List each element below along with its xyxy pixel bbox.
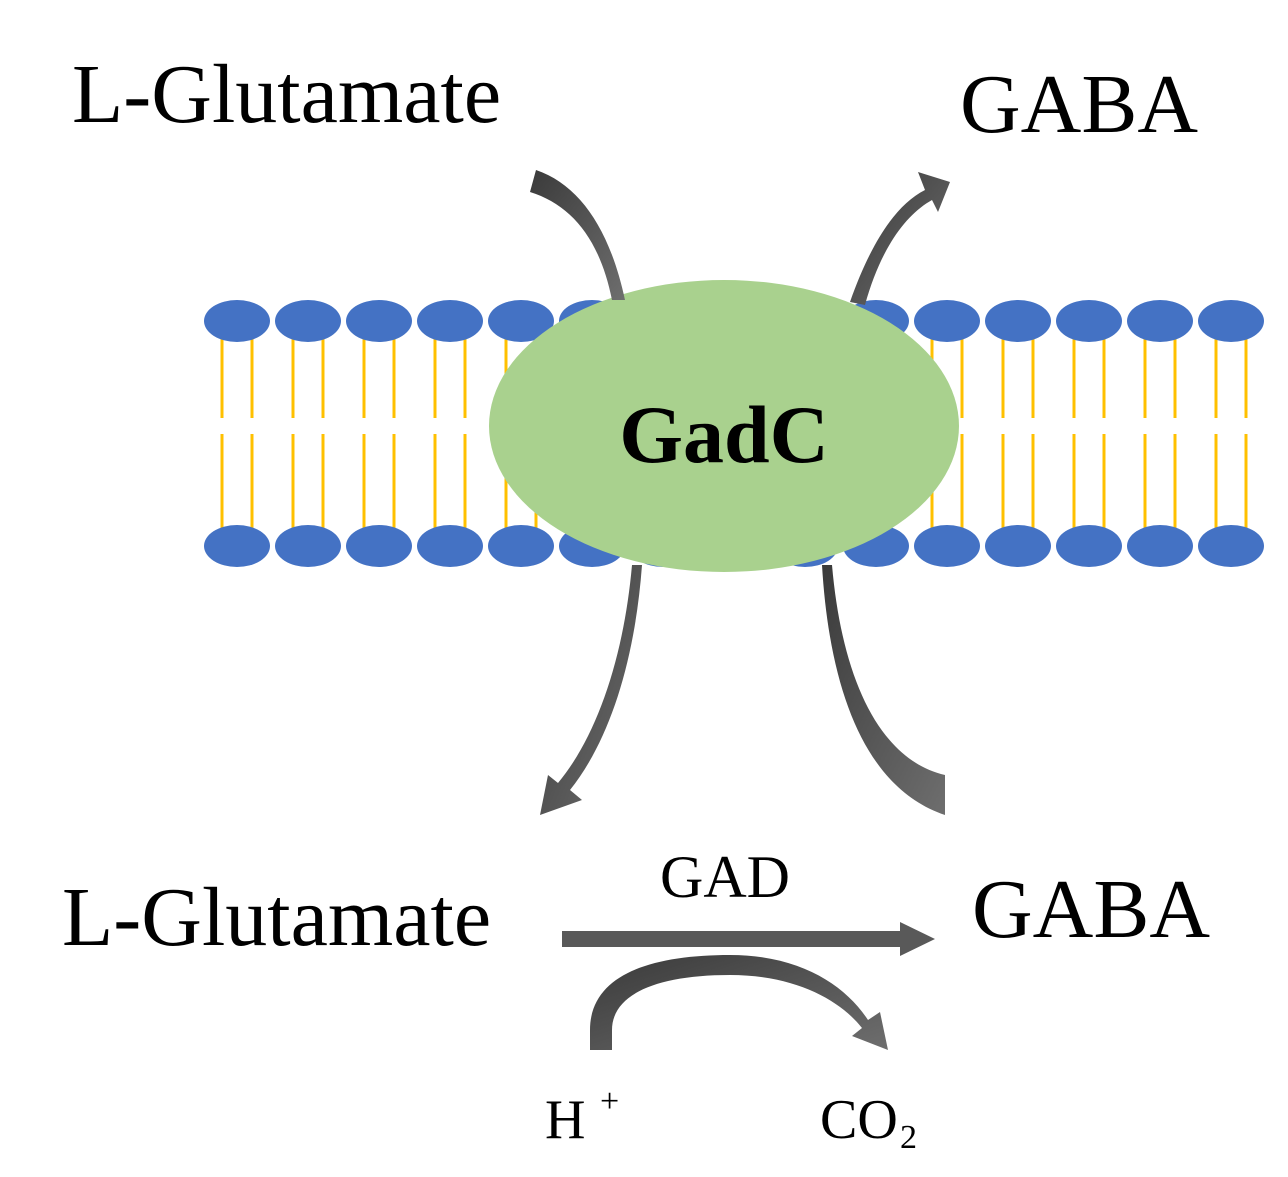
outer-lipid-head bbox=[204, 300, 270, 342]
outer-lipid-head bbox=[275, 300, 341, 342]
inner-lipid-head bbox=[1127, 525, 1193, 567]
inner-lipid-head bbox=[488, 525, 554, 567]
co2-label: CO 2 bbox=[820, 1089, 917, 1156]
outer-lipid-head bbox=[985, 300, 1051, 342]
inner-lipid-head bbox=[417, 525, 483, 567]
outer-lipid-head bbox=[914, 300, 980, 342]
proton-symbol: H bbox=[545, 1089, 585, 1151]
glutamate-import-arrow-upper bbox=[530, 170, 625, 300]
outer-lipid-head bbox=[346, 300, 412, 342]
gadc-label: GadC bbox=[619, 389, 829, 480]
proton-label: H + bbox=[545, 1083, 619, 1151]
gadc-transporter bbox=[489, 280, 959, 572]
inner-lipid-head bbox=[914, 525, 980, 567]
inner-lipid-head bbox=[985, 525, 1051, 567]
co2-symbol: CO bbox=[820, 1089, 898, 1151]
gad-enzyme-label: GAD bbox=[660, 844, 790, 910]
reaction-arrow-shaft bbox=[562, 931, 907, 947]
outer-lipid-head bbox=[1198, 300, 1264, 342]
gaba-export-arrow-upper bbox=[850, 172, 950, 305]
inside-l-glutamate-label: L-Glutamate bbox=[62, 871, 491, 964]
gaba-export-arrow-lower bbox=[822, 565, 945, 815]
inner-lipid-head bbox=[275, 525, 341, 567]
outer-lipid-head bbox=[417, 300, 483, 342]
proton-co2-curved-arrow bbox=[590, 955, 888, 1050]
outer-lipid-head bbox=[488, 300, 554, 342]
co2-subscript: 2 bbox=[900, 1119, 917, 1156]
gad-reaction-arrow bbox=[562, 922, 935, 956]
inner-lipid-head bbox=[1056, 525, 1122, 567]
inner-lipid-head bbox=[204, 525, 270, 567]
inner-lipid-head bbox=[1198, 525, 1264, 567]
outside-gaba-label: GABA bbox=[960, 58, 1198, 151]
inner-lipid-head bbox=[346, 525, 412, 567]
outer-lipid-head bbox=[1127, 300, 1193, 342]
outer-lipid-head bbox=[1056, 300, 1122, 342]
proton-charge: + bbox=[600, 1083, 619, 1120]
outside-l-glutamate-label: L-Glutamate bbox=[72, 48, 501, 141]
reaction-arrow-head bbox=[900, 922, 935, 956]
glutamate-import-arrow-lower bbox=[540, 565, 642, 815]
inside-gaba-label: GABA bbox=[972, 863, 1210, 956]
